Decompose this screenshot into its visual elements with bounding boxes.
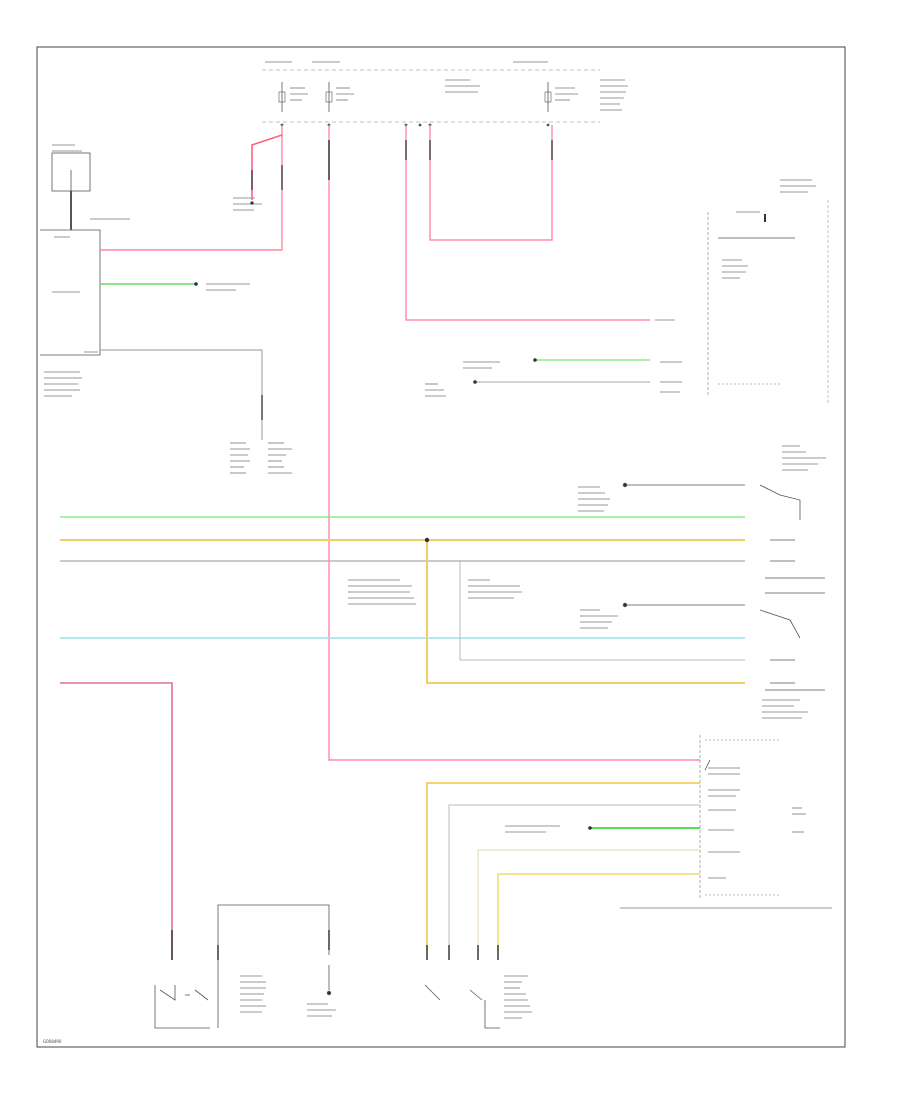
- door-switch-lower: [622, 592, 825, 691]
- wire-yellow-switch-feed: [497, 873, 700, 950]
- wire-red-powertrain-branch: [251, 134, 283, 200]
- wire-tan-switch-ground: [477, 849, 700, 950]
- wire-gray-ground-left: [100, 349, 263, 440]
- passenger-door-lock-switch: [699, 735, 780, 900]
- diagram-border: [36, 46, 846, 1048]
- driver-door-lock-switch: [154, 904, 332, 1029]
- door-lock-control-module: [707, 200, 829, 405]
- wire-gray-switch-unlock: [448, 804, 700, 950]
- wire-yellow-branch: [426, 540, 745, 684]
- page-ref: G008490: [43, 1039, 62, 1044]
- wire-yellow-switch-lock: [426, 782, 700, 950]
- wire-red-module-feed: [405, 125, 650, 321]
- fuse-box-left: [51, 152, 91, 230]
- wire-red-loop: [429, 125, 553, 241]
- door-switch-upper: [622, 482, 825, 579]
- passenger-door-lock-actuator-switch: [424, 945, 500, 1029]
- fuse-top-2: [325, 82, 333, 112]
- wire-red-lower-left: [60, 682, 173, 960]
- fuse-top-1: [278, 82, 286, 112]
- label-placeholders: [44, 61, 832, 1019]
- wire-gray-branch: [459, 561, 745, 661]
- wire-red-main-trunk: [328, 125, 700, 761]
- remote-control-door-lock-receiver: [40, 229, 101, 356]
- fuse-block-connector-dots: [280, 123, 550, 127]
- fuse-top-3: [544, 82, 552, 112]
